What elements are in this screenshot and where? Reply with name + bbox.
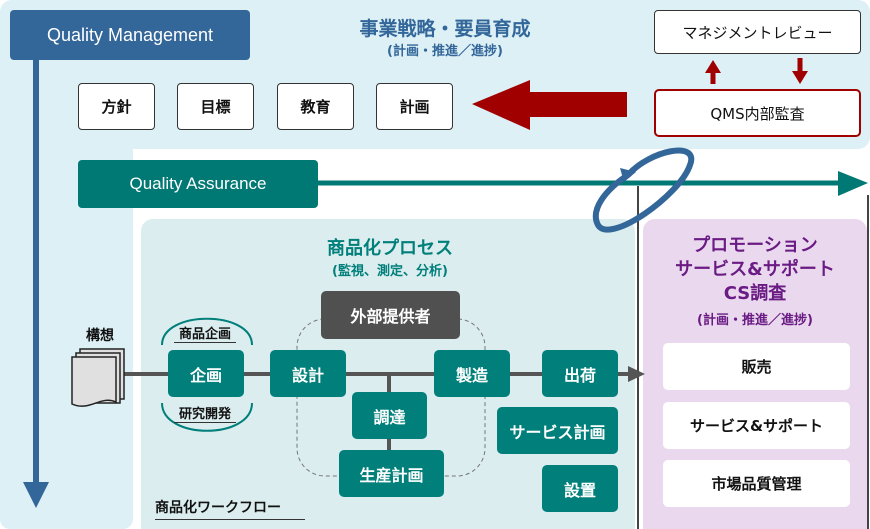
process-subtitle: (監視、測定、分析) — [332, 264, 448, 279]
red-left-arrow-icon — [472, 80, 627, 130]
cycle-arrow-icon — [592, 147, 695, 233]
step-installation[interactable]: 設置 — [542, 465, 618, 512]
step-production-planning[interactable]: 生産計画 — [339, 450, 444, 497]
qa-right-arrow-icon — [838, 171, 868, 196]
management-review-box[interactable]: マネジメントレビュー — [654, 10, 861, 54]
internal-audit-box[interactable]: QMS内部監査 — [654, 89, 861, 137]
step-design[interactable]: 設計 — [270, 350, 346, 397]
process-title: 商品化プロセス — [327, 238, 453, 259]
strategy-title: 事業戦略・要員育成 — [359, 18, 531, 40]
planning-arc-bottom — [161, 402, 253, 432]
sales-box[interactable]: 販売 — [663, 343, 850, 390]
step-manufacturing[interactable]: 製造 — [434, 350, 510, 397]
education-box[interactable]: 教育 — [277, 83, 354, 130]
policy-box[interactable]: 方針 — [78, 83, 155, 130]
step-service-planning[interactable]: サービス計画 — [497, 407, 618, 454]
research-development-label: 研究開発 — [174, 403, 236, 423]
quality-management-label: Quality Management — [10, 10, 250, 60]
product-planning-label: 商品企画 — [174, 323, 236, 343]
planning-arc-top — [161, 317, 253, 346]
service-support-box[interactable]: サービス&サポート — [663, 402, 850, 449]
promotion-subtitle: (計画・推進／進捗) — [697, 313, 813, 328]
concept-label: 構想 — [86, 328, 114, 344]
quality-assurance-label: Quality Assurance — [78, 160, 318, 208]
promotion-title-line1: プロモーション — [692, 235, 818, 256]
strategy-subtitle: (計画・推進／進捗) — [387, 44, 503, 59]
down-arrow-icon — [792, 71, 808, 84]
document-stack-icon — [71, 348, 125, 407]
step-procurement[interactable]: 調達 — [352, 392, 427, 439]
promotion-title-line2: サービス&サポート — [675, 259, 835, 280]
market-quality-box[interactable]: 市場品質管理 — [663, 460, 850, 507]
plan-box[interactable]: 計画 — [376, 83, 453, 130]
qm-down-arrow-icon — [23, 482, 49, 508]
process-right-arrow-icon — [628, 366, 645, 382]
step-external-supplier[interactable]: 外部提供者 — [321, 291, 460, 339]
promotion-title-line3: CS調査 — [723, 283, 787, 304]
up-arrow-icon — [705, 60, 721, 73]
workflow-label: 商品化ワークフロー — [155, 497, 305, 520]
step-shipping[interactable]: 出荷 — [542, 350, 618, 397]
step-planning[interactable]: 企画 — [168, 350, 244, 397]
objectives-box[interactable]: 目標 — [177, 83, 254, 130]
